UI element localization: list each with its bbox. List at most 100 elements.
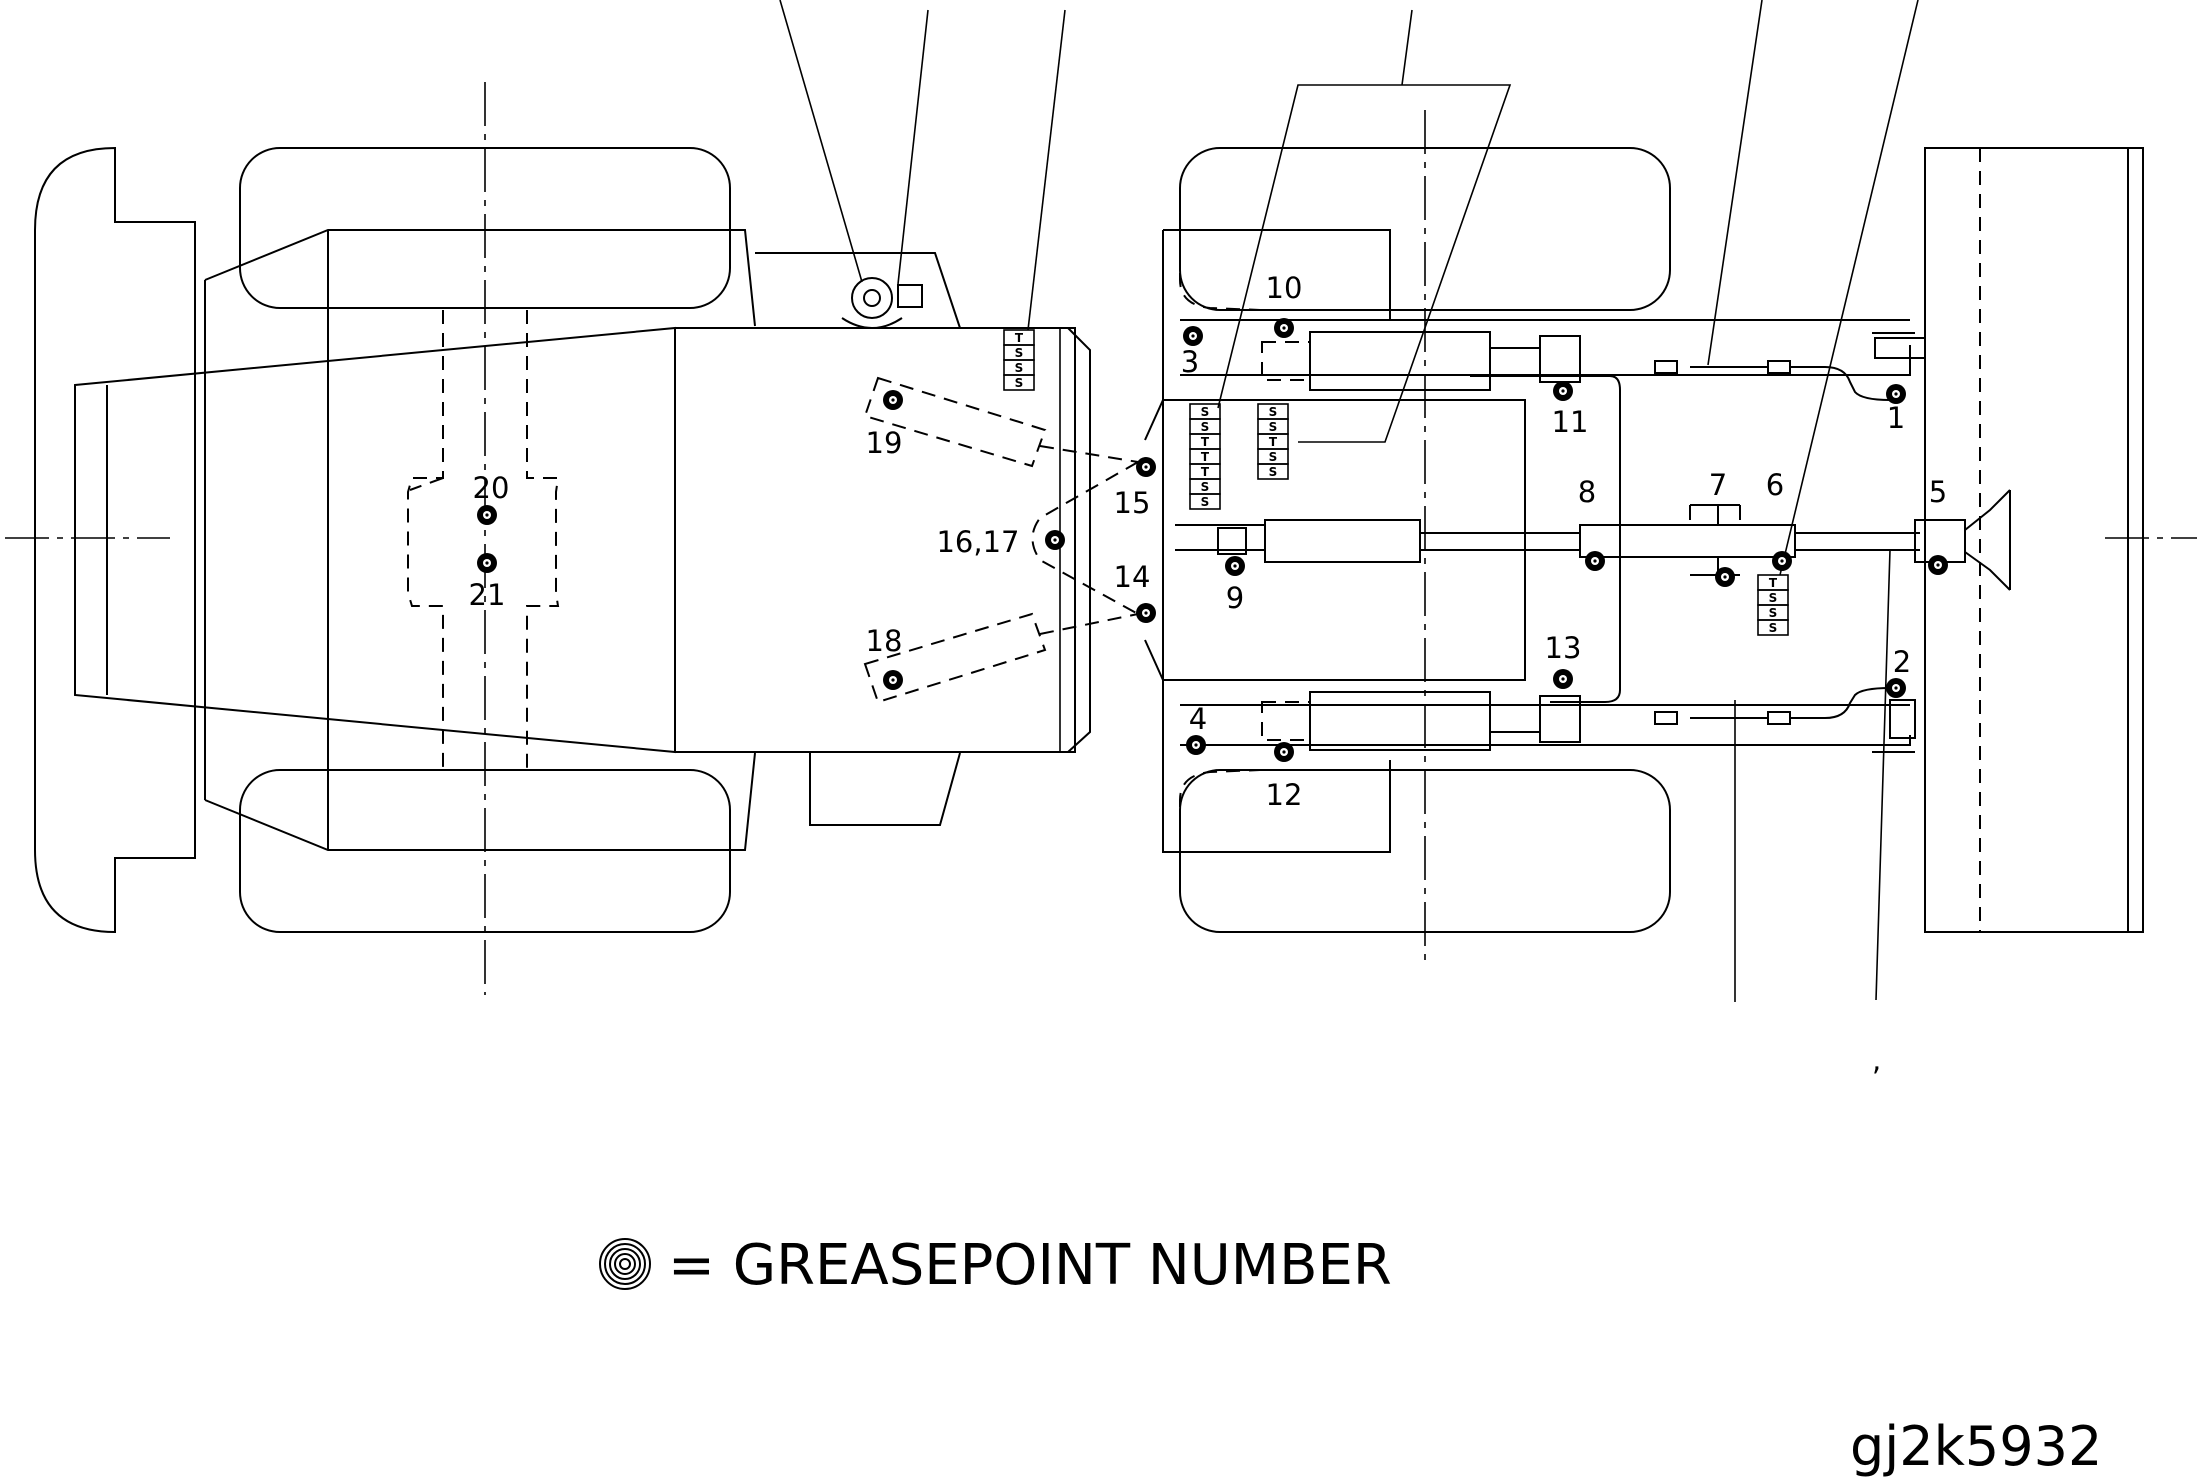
lube-table-letter: S [1015,346,1024,360]
lube-table-letter: S [1269,405,1278,419]
grease-point-marker [883,390,903,410]
grease-point-marker [1225,556,1245,576]
lube-table-cell [1257,463,1289,480]
grease-point-marker [1553,381,1573,401]
lower-lift-cylinder [1309,691,1491,751]
grease-point-marker [1136,457,1156,477]
grease-point-label: 3 [1181,345,1199,379]
grease-point-label: 18 [866,624,903,658]
grease-point-label: 8 [1578,475,1596,509]
lube-table-letter: S [1201,420,1210,434]
grease-point-14: 14 [1114,560,1156,623]
figure-id: gj2k5932 [1850,1415,2102,1478]
lube-table-letter: T [1201,435,1210,449]
grease-point-marker [1553,669,1573,689]
grease-point-7: 7 [1709,468,1735,587]
grease-point-18: 18 [866,624,903,690]
grease-point-6: 6 [1766,468,1792,571]
lube-table-cell [1189,493,1221,510]
tank-bottom [809,752,961,826]
upper-lift-arm [1180,319,1911,376]
grease-point-label: 20 [473,471,510,505]
lube-table-letter: S [1015,361,1024,375]
grease-point-label: 11 [1552,405,1589,439]
grease-point-marker [1186,735,1206,755]
grease-point-13: 13 [1545,631,1582,689]
grease-point-8: 8 [1578,475,1605,571]
grease-point-marker [1886,678,1906,698]
grease-point-label: 7 [1709,468,1727,502]
stray-mark: , [1872,1043,1881,1077]
grease-point-label: 13 [1545,631,1582,665]
rear-frame [5,82,1139,995]
lube-table-letter: S [1201,405,1210,419]
grease-point-marker [1045,530,1065,550]
lube-table-letter: S [1269,450,1278,464]
fuel-cap-icon [841,277,923,329]
steering-cylinder-18 [863,612,1047,704]
grease-point-21: 21 [469,553,506,612]
lube-table-letter: T [1201,450,1210,464]
engine-housing [74,326,676,754]
grease-point-marker [1715,567,1735,587]
tilt-cylinder [1175,524,1265,551]
lower-lift-arm [1180,704,1911,746]
grease-point-label: 6 [1766,468,1784,502]
grease-point-label: 21 [469,578,506,612]
legend: = GREASEPOINT NUMBER [599,1233,1392,1298]
grease-point-marker [1274,742,1294,762]
lube-table-cell [1003,374,1035,391]
grease-point-marker [1772,551,1792,571]
grease-point-marker [1183,326,1203,346]
grease-point-12: 12 [1266,742,1303,812]
lube-table-letter: S [1201,480,1210,494]
grease-point-19: 19 [866,390,903,460]
lube-table-letter: T [1015,331,1024,345]
tank-top [755,252,961,329]
front-frame-outline [1162,399,1526,681]
legend-text: = GREASEPOINT NUMBER [668,1233,1392,1298]
front-frame [779,0,2197,1002]
lube-table-letter: T [1201,465,1210,479]
lube-table-letter: S [1769,591,1778,605]
grease-point-label: 16,17 [936,525,1019,559]
grease-point-1: 1 [1886,384,1906,435]
grease-point-label: 4 [1189,702,1207,736]
lube-table-cell [1757,619,1789,636]
grease-point-15: 15 [1114,457,1156,520]
grease-point-marker [1928,555,1948,575]
lube-table-letter: S [1269,465,1278,479]
steering-cylinder-19 [863,376,1047,468]
greasepoint-symbol-icon [599,1238,651,1290]
grease-point-marker [477,553,497,573]
lube-table-letter: S [1015,376,1024,390]
grease-point-label: 1 [1887,401,1905,435]
upper-lift-cylinder [1309,331,1491,391]
tilt-link [1579,524,1796,558]
grease-point-20: 20 [473,471,510,525]
grease-point-marker [1585,551,1605,571]
lube-table-letter: S [1769,606,1778,620]
grease-point-label: 19 [866,426,903,460]
grease-point-label: 12 [1266,778,1303,812]
lube-table-letter: T [1269,435,1278,449]
grease-point-label: 5 [1929,475,1947,509]
grease-point-2: 2 [1886,645,1911,698]
lube-table-letter: S [1269,420,1278,434]
grease-point-9: 9 [1225,556,1245,615]
grease-point-5: 5 [1928,475,1948,575]
grease-point-marker [477,505,497,525]
grease-point-11: 11 [1552,381,1589,439]
grease-point-label: 15 [1114,486,1151,520]
bucket [1924,147,2144,933]
grease-point-label: 9 [1226,581,1244,615]
grease-point-3: 3 [1181,326,1203,379]
grease-point-marker [883,670,903,690]
grease-point-label: 10 [1266,271,1303,305]
